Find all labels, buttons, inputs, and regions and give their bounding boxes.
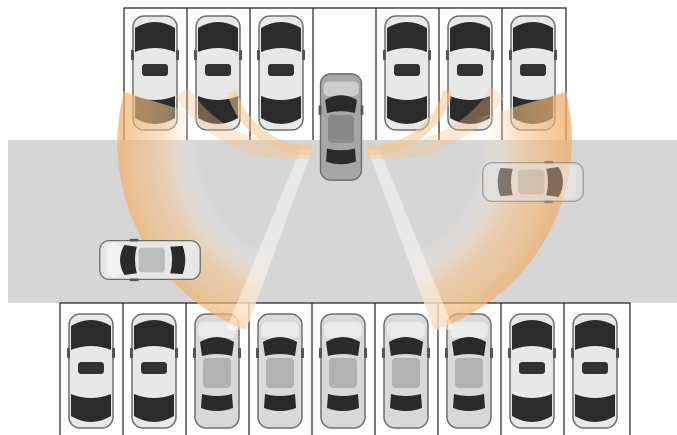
car-icon [193, 314, 241, 428]
bottom-row-cars [67, 314, 619, 428]
car-icon [319, 314, 367, 428]
car-icon [382, 314, 430, 428]
car-icon [256, 314, 304, 428]
car-icon [130, 314, 178, 428]
car-icon [319, 74, 364, 180]
car-icon [67, 314, 115, 428]
car-icon [508, 314, 556, 428]
car-icon [383, 16, 431, 130]
car-icon [100, 239, 200, 281]
approaching-car-left [100, 239, 200, 281]
car-icon [257, 16, 305, 130]
car-icon [483, 161, 583, 203]
car-icon [445, 314, 493, 428]
reversing-car [319, 74, 364, 180]
car-icon [571, 314, 619, 428]
approaching-car-right [483, 161, 583, 203]
